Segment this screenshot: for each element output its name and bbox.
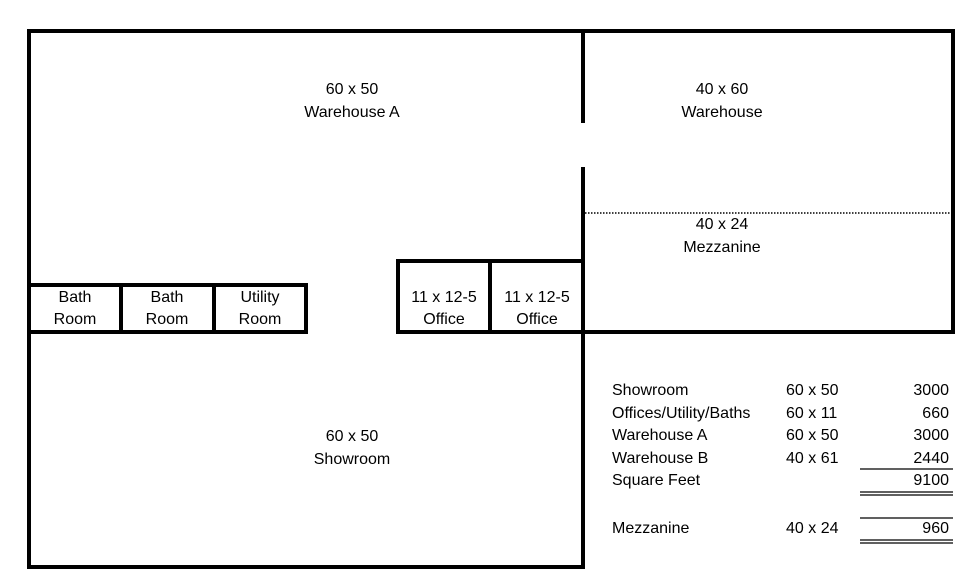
table-row: Warehouse A 60 x 50 3000 bbox=[612, 425, 952, 448]
row-dims: 60 x 11 bbox=[786, 404, 838, 422]
utility-room-label: Utility Room bbox=[215, 287, 305, 331]
warehouse-dims: 40 x 60 bbox=[695, 81, 749, 98]
row-dims: 60 x 50 bbox=[786, 427, 839, 444]
bath-room-1-line2: Room bbox=[53, 311, 97, 328]
total-name: Square Feet bbox=[612, 472, 701, 489]
warehouse-label: 40 x 60 Warehouse bbox=[622, 78, 822, 124]
showroom-dims: 60 x 50 bbox=[325, 428, 379, 445]
row-name: Warehouse A bbox=[612, 427, 708, 444]
mezzanine-name: Mezzanine bbox=[683, 239, 761, 256]
square-footage-table: Showroom 60 x 50 3000 Offices/Utility/Ba… bbox=[612, 380, 952, 493]
row-sqft: 3000 bbox=[913, 427, 949, 444]
bath-room-1-label: Bath Room bbox=[30, 287, 120, 331]
bath-room-2-line2: Room bbox=[145, 311, 189, 328]
warehouse-a-label: 60 x 50 Warehouse A bbox=[252, 78, 452, 124]
bath-room-2-line1: Bath bbox=[150, 289, 184, 306]
table-row: Mezzanine 40 x 24 960 bbox=[612, 518, 952, 541]
warehouse-name: Warehouse bbox=[681, 104, 763, 121]
office-1-label: 11 x 12-5 Office bbox=[399, 287, 489, 331]
row-dims: 40 x 24 bbox=[786, 520, 839, 537]
bath-room-1-line1: Bath bbox=[58, 289, 92, 306]
office-2-label: 11 x 12-5 Office bbox=[492, 287, 582, 331]
office-1-line2: Office bbox=[423, 311, 465, 328]
row-dims: 60 x 50 bbox=[786, 382, 839, 399]
total-row: Square Feet 9100 bbox=[612, 470, 952, 493]
mezzanine-summary: Mezzanine 40 x 24 960 bbox=[612, 518, 952, 541]
bath-room-2-label: Bath Room bbox=[122, 287, 212, 331]
showroom-name: Showroom bbox=[313, 451, 391, 468]
row-name: Offices/Utility/Baths bbox=[612, 404, 751, 422]
row-sqft: 660 bbox=[922, 404, 949, 422]
utility-room-line1: Utility bbox=[240, 289, 280, 306]
warehouse-a-dims: 60 x 50 bbox=[325, 81, 379, 98]
office-2-line2: Office bbox=[516, 311, 558, 328]
row-name: Warehouse B bbox=[612, 449, 709, 467]
warehouse-a-name: Warehouse A bbox=[304, 104, 400, 121]
table-row: Warehouse B 40 x 61 2440 bbox=[612, 448, 952, 471]
table-row: Offices/Utility/Baths 60 x 11 660 bbox=[612, 403, 952, 426]
total-sqft: 9100 bbox=[913, 472, 949, 489]
table-row: Showroom 60 x 50 3000 bbox=[612, 380, 952, 403]
office-1-line1: 11 x 12-5 bbox=[411, 289, 477, 306]
mezzanine-dims: 40 x 24 bbox=[695, 216, 749, 233]
mezzanine-label: 40 x 24 Mezzanine bbox=[622, 213, 822, 259]
row-sqft: 3000 bbox=[913, 382, 949, 399]
row-name: Showroom bbox=[612, 382, 689, 399]
showroom-label: 60 x 50 Showroom bbox=[252, 425, 452, 471]
row-sqft: 2440 bbox=[913, 449, 949, 467]
row-name: Mezzanine bbox=[612, 520, 690, 537]
row-dims: 40 x 61 bbox=[786, 449, 839, 467]
office-2-line1: 11 x 12-5 bbox=[504, 289, 570, 306]
row-sqft: 960 bbox=[922, 520, 949, 537]
utility-room-line2: Room bbox=[238, 311, 282, 328]
